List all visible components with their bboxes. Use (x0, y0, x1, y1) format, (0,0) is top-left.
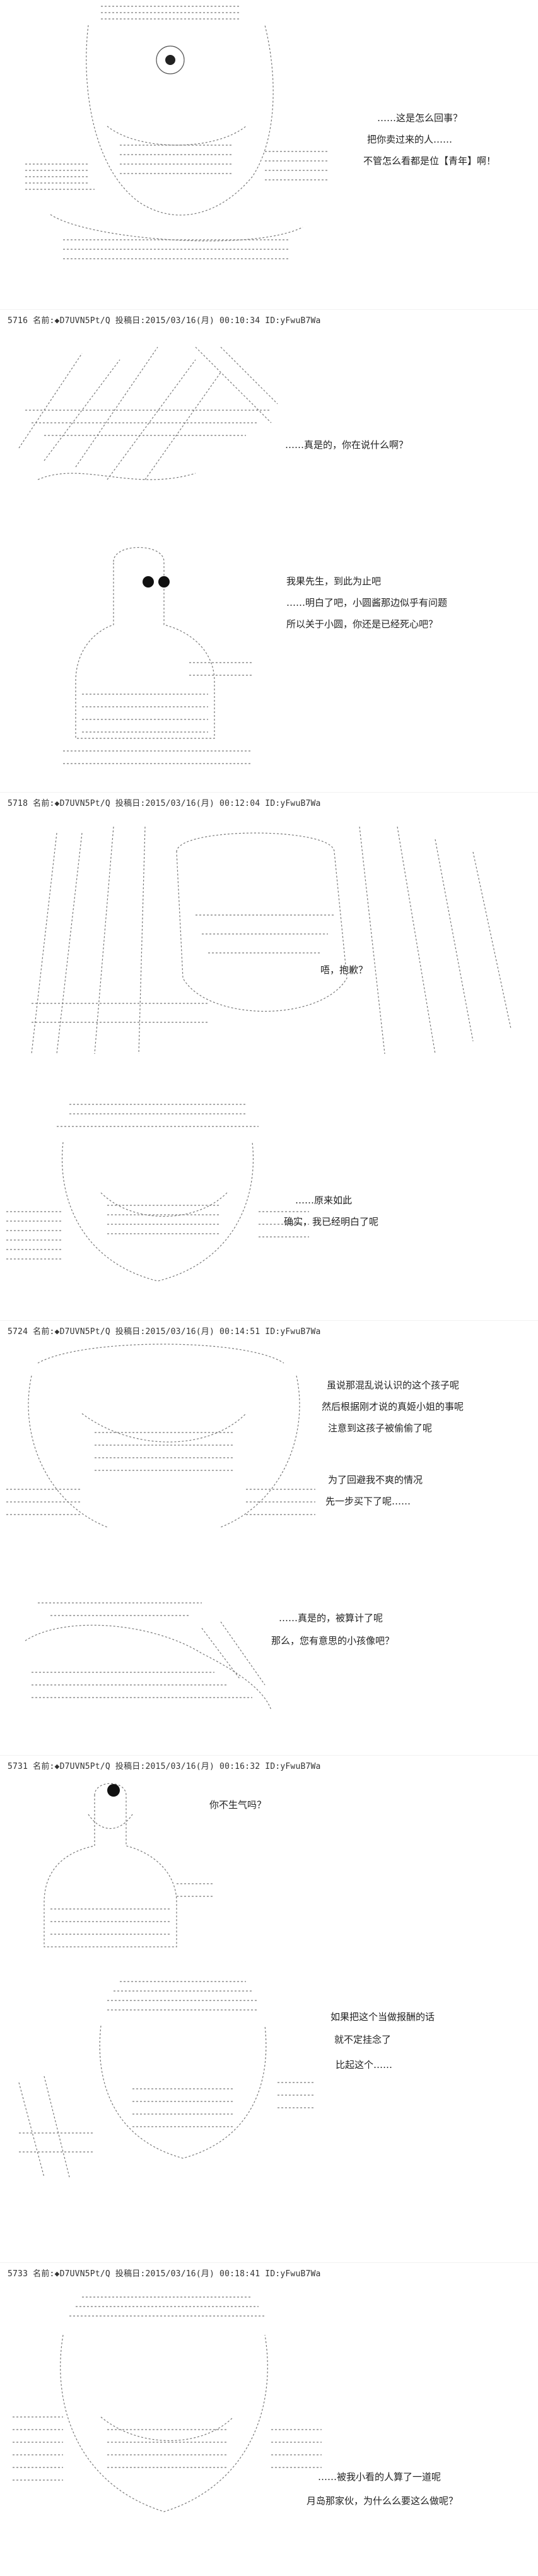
dialog-line: ……被我小看的人算了一道呢 (318, 2471, 442, 2483)
ascii-art-face-5 (6, 1975, 322, 2183)
dialog-line: 然后根据刚才说的真姬小姐的事呢 (322, 1401, 464, 1412)
dialog-line: 比起这个…… (336, 2059, 393, 2071)
dialog-line: 唔，抱歉？ (320, 964, 368, 976)
dialog-line: ……真是的，被算计了呢 (279, 1612, 383, 1624)
dialog-line: ……明白了吧，小圆酱那边似乎有问题 (286, 597, 448, 608)
ascii-art-character-2 (63, 536, 265, 776)
post-header: 5718 名前:◆D7UVN5Pt/Q 投稿日:2015/03/16(月) 00… (8, 799, 321, 808)
ascii-art-face-3 (6, 1098, 322, 1300)
dialog-line: 你不生气吗？ (209, 1799, 267, 1811)
post-header: 5731 名前:◆D7UVN5Pt/Q 投稿日:2015/03/16(月) 00… (8, 1762, 321, 1771)
dialog-line: 确实，我已经明白了呢 (284, 1216, 379, 1227)
dialog-line: ……真是的，你在说什么啊？ (285, 439, 409, 451)
dialog-line: 为了回避我不爽的情况 (328, 1474, 423, 1486)
post-header: 5724 名前:◆D7UVN5Pt/Q 投稿日:2015/03/16(月) 00… (8, 1327, 321, 1337)
dialog-line: 所以关于小圆，你还是已经死心吧？ (286, 618, 438, 630)
post-header: 5716 名前:◆D7UVN5Pt/Q 投稿日:2015/03/16(月) 00… (8, 316, 321, 326)
ascii-art-face-6 (13, 2291, 328, 2543)
dialog-line: 把你卖过来的人…… (367, 134, 453, 145)
dialog-line: 我果先生，到此为止吧 (286, 576, 382, 587)
ascii-art-figure-lying (13, 1578, 278, 1723)
dialog-line: 就不定挂念了 (334, 2034, 392, 2045)
ascii-art-hair-face (19, 814, 523, 1066)
ascii-art-face-4 (6, 1338, 322, 1546)
dialog-line: 注意到这孩子被偷偷了呢 (328, 1422, 433, 1434)
ascii-art-face-1 (13, 0, 341, 278)
dialog-line: 月岛那家伙，为什么么要这么做呢？ (307, 2495, 459, 2507)
post-header: 5733 名前:◆D7UVN5Pt/Q 投稿日:2015/03/16(月) 00… (8, 2269, 321, 2279)
dialog-line: 不管怎么看都是位【青年】啊！ (363, 155, 496, 167)
ascii-art-scribble (6, 334, 284, 505)
dialog-line: 先一步买下了呢…… (325, 1496, 411, 1507)
dialog-line: 那么，您有意思的小孩像吧？ (271, 1635, 395, 1646)
dialog-line: ……这是怎么回事？ (377, 112, 463, 124)
dialog-line: 如果把这个当做报酬的话 (330, 2011, 435, 2023)
ascii-art-character-5 (25, 1776, 227, 1966)
dialog-line: ……原来如此 (295, 1195, 353, 1206)
dialog-line: 虽说那混乱说认识的这个孩子呢 (327, 1380, 460, 1391)
